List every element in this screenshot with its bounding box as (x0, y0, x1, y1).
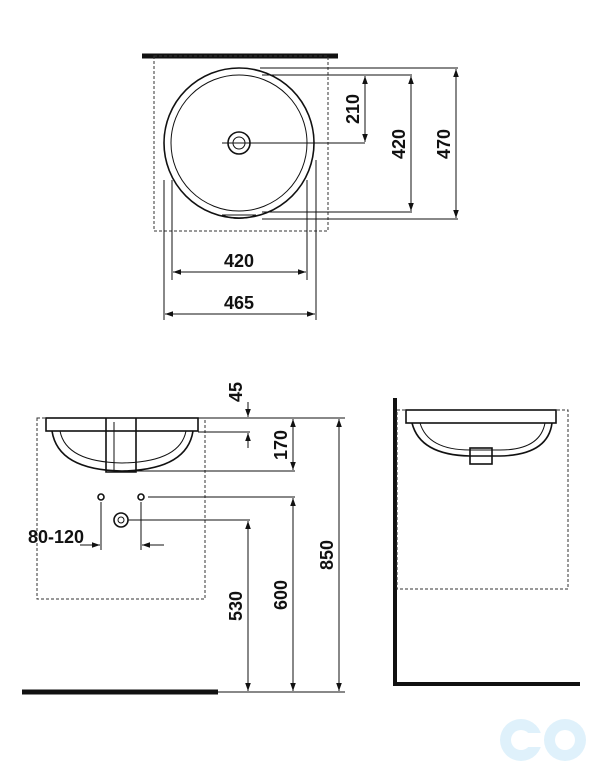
dim-label-170: 170 (271, 430, 291, 460)
cabinet-outline-side (396, 409, 569, 590)
drain-pipe (105, 418, 137, 473)
dim-label-210: 210 (343, 94, 363, 124)
dim-label-80-120: 80-120 (28, 527, 84, 547)
dim-label-600: 600 (271, 580, 291, 610)
waste-outlet-inner (117, 516, 125, 524)
dim-label-530: 530 (226, 591, 246, 621)
brand-logo (500, 719, 586, 761)
basin-bowl-side (411, 422, 553, 457)
dim-label-850: 850 (317, 540, 337, 570)
dim-label-45: 45 (226, 382, 246, 402)
top-view: 210 420 470 420 465 (142, 53, 459, 320)
cabinet-outline-front (36, 417, 206, 600)
basin-bowl-side-inner (419, 422, 546, 451)
tap-hole-left (97, 493, 105, 501)
dim-label-420-horizontal: 420 (224, 251, 254, 271)
drain-pipe-side (469, 447, 493, 465)
side-view (393, 398, 580, 686)
basin-top-slab-side (405, 409, 557, 424)
front-view: 45 170 80-120 530 600 850 (22, 382, 345, 695)
dim-label-420-vertical: 420 (389, 129, 409, 159)
overflow-slot (221, 214, 257, 219)
dim-label-470: 470 (434, 129, 454, 159)
dim-label-465: 465 (224, 293, 254, 313)
basin-bowl-inner (59, 430, 187, 464)
waste-outlet (113, 512, 129, 528)
basin-top-slab (45, 417, 199, 432)
tap-hole-right (137, 493, 145, 501)
